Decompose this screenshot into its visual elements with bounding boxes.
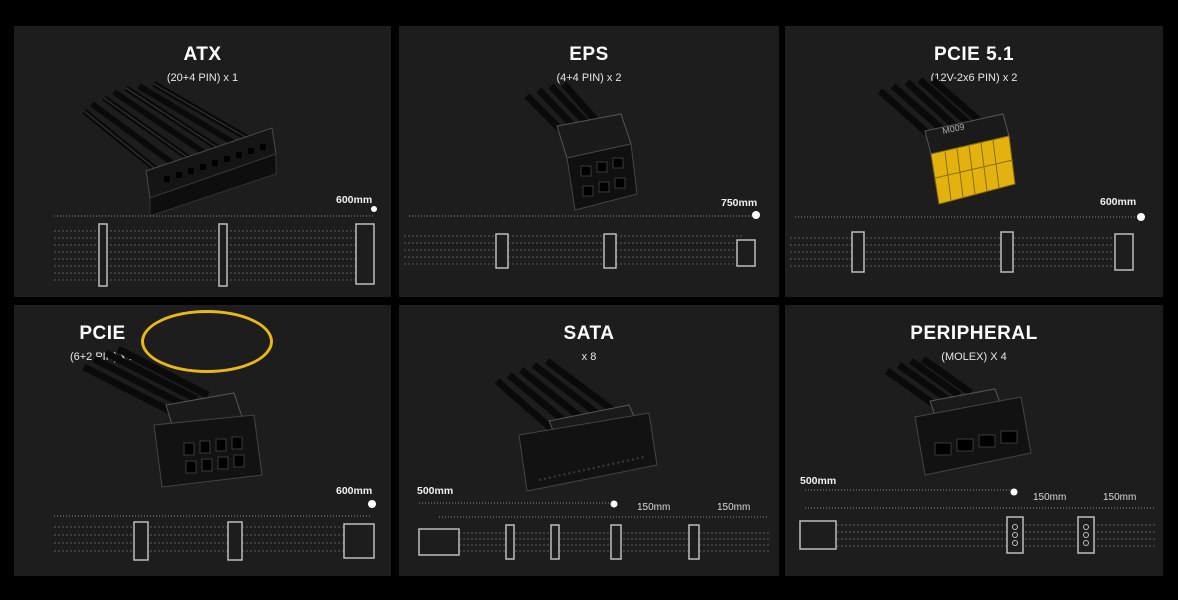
panel-title: PCIE 5.1: [933, 44, 1015, 65]
segment-length-label: 150mm: [717, 502, 751, 513]
panel-title: PERIPHERAL: [910, 323, 1038, 344]
panel-peripheral: PERIPHERAL (MOLEX) X 4 500mm 150mm 150mm: [785, 305, 1163, 576]
panel-subtitle: (4+4 PIN) x 2: [556, 72, 622, 84]
cable-length-label: 600mm: [336, 194, 373, 206]
pcie51-connector-illustration: M009: [790, 77, 1145, 273]
sata-connector-illustration: [418, 358, 769, 560]
panel-atx: ATX (20+4 PIN) x 1 600mm: [14, 26, 391, 297]
panel-subtitle: (20+4 PIN) x 1: [166, 72, 239, 84]
panel-title: SATA: [563, 323, 615, 344]
cable-length-label: 600mm: [1100, 196, 1137, 208]
panel-title: PCIE: [79, 323, 126, 344]
panel-subtitle: x 8: [581, 351, 597, 363]
pcie-connector-illustration: [54, 345, 376, 561]
panel-subtitle: (MOLEX) X 4: [941, 351, 1007, 363]
segment-length-label: 150mm: [1033, 492, 1067, 503]
cable-length-label: 600mm: [336, 485, 373, 497]
segment-length-label: 150mm: [637, 502, 671, 513]
panel-pcie: PCIE (6+2 PIN) x 1 600mm: [14, 305, 391, 576]
segment-length-label: 150mm: [1103, 492, 1137, 503]
atx-connector-illustration: [54, 81, 377, 287]
molex-connector-illustration: [799, 356, 1155, 554]
eps-connector-illustration: [404, 81, 760, 269]
panel-sata: SATA x 8 500mm 150mm 150mm: [399, 305, 779, 576]
cable-length-label: 750mm: [721, 197, 758, 209]
cable-length-label: 500mm: [800, 475, 837, 487]
cable-length-label: 500mm: [417, 485, 454, 497]
panel-subtitle: (12V-2x6 PIN) x 2: [930, 72, 1018, 84]
panel-title: ATX: [183, 44, 222, 65]
panel-title: EPS: [569, 44, 609, 65]
panel-eps: EPS (4+4 PIN) x 2 750mm: [399, 26, 779, 297]
svg-text:M009: M009: [941, 121, 965, 135]
panel-pcie51: PCIE 5.1 (12V-2x6 PIN) x 2 M009 600mm: [785, 26, 1163, 297]
highlight-ellipse: [141, 310, 273, 373]
